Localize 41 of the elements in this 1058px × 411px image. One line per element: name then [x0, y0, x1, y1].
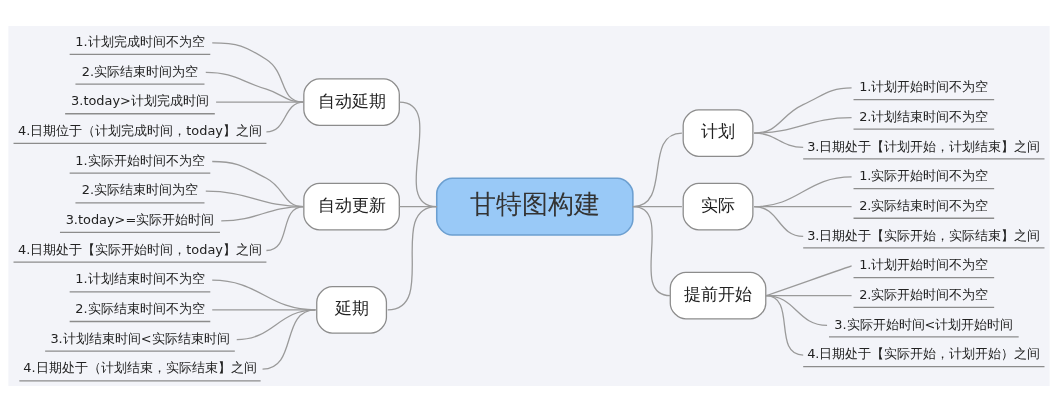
connector [205, 71, 305, 103]
node-text: 1.计划开始时间不为空 [859, 256, 989, 272]
connector [265, 205, 305, 251]
connector [753, 116, 853, 134]
node-box: 计划 [682, 108, 754, 157]
node-box: 自动延期 [303, 77, 400, 126]
node-text: 4.日期处于（计划结束，实际结束】之间 [23, 359, 257, 375]
node-box: 延期 [316, 285, 388, 334]
node-box: 提前开始 [669, 271, 767, 320]
node-text: 3.日期处于【计划开始，计划结束】之间 [807, 138, 1041, 154]
node-text: 1.实际开始时间不为空 [859, 167, 989, 183]
connector [387, 205, 438, 310]
node-text: 4.日期处于【实际开始，计划开始）之间 [807, 345, 1041, 361]
connector [765, 294, 804, 356]
node-text: 1.计划结束时间不为空 [75, 270, 205, 286]
node-box: 甘特图构建 [435, 177, 634, 236]
node-text: 1.实际开始时间不为空 [75, 152, 205, 168]
node-text: 2.实际结束时间不为空 [859, 197, 989, 213]
node-text: 3.计划结束时间<实际结束时间 [50, 330, 230, 346]
node-text: 1.计划完成时间不为空 [75, 33, 205, 49]
connector [261, 308, 317, 370]
node-text: 2.实际结束时间为空 [81, 63, 199, 79]
node-text: 4.日期处于【实际开始时间，today】之间 [17, 241, 262, 257]
node-text: 2.实际结束时间为空 [81, 181, 199, 197]
node-text: 4.日期位于（计划完成时间，today】之间 [17, 122, 262, 138]
node-text: 2.实际开始时间不为空 [859, 286, 989, 302]
connector [753, 131, 804, 148]
node-text: 3.实际开始时间<计划开始时间 [834, 316, 1014, 332]
connector [211, 41, 305, 103]
connector [765, 264, 853, 296]
node-text: 3.today>计划完成时间 [71, 92, 209, 108]
node-text: 2.计划结束时间不为空 [859, 108, 989, 124]
node-text: 1.计划开始时间不为空 [859, 78, 989, 94]
node-box: 实际 [682, 182, 754, 230]
node-box: 自动更新 [303, 182, 400, 230]
connector [753, 205, 804, 237]
node-text: 3.today>=实际开始时间 [65, 211, 215, 227]
node-text: 2.实际结束时间不为空 [75, 300, 205, 316]
connector [753, 86, 853, 134]
node-text: 3.日期处于【实际开始，实际结束】之间 [807, 227, 1041, 243]
connector [632, 205, 671, 296]
